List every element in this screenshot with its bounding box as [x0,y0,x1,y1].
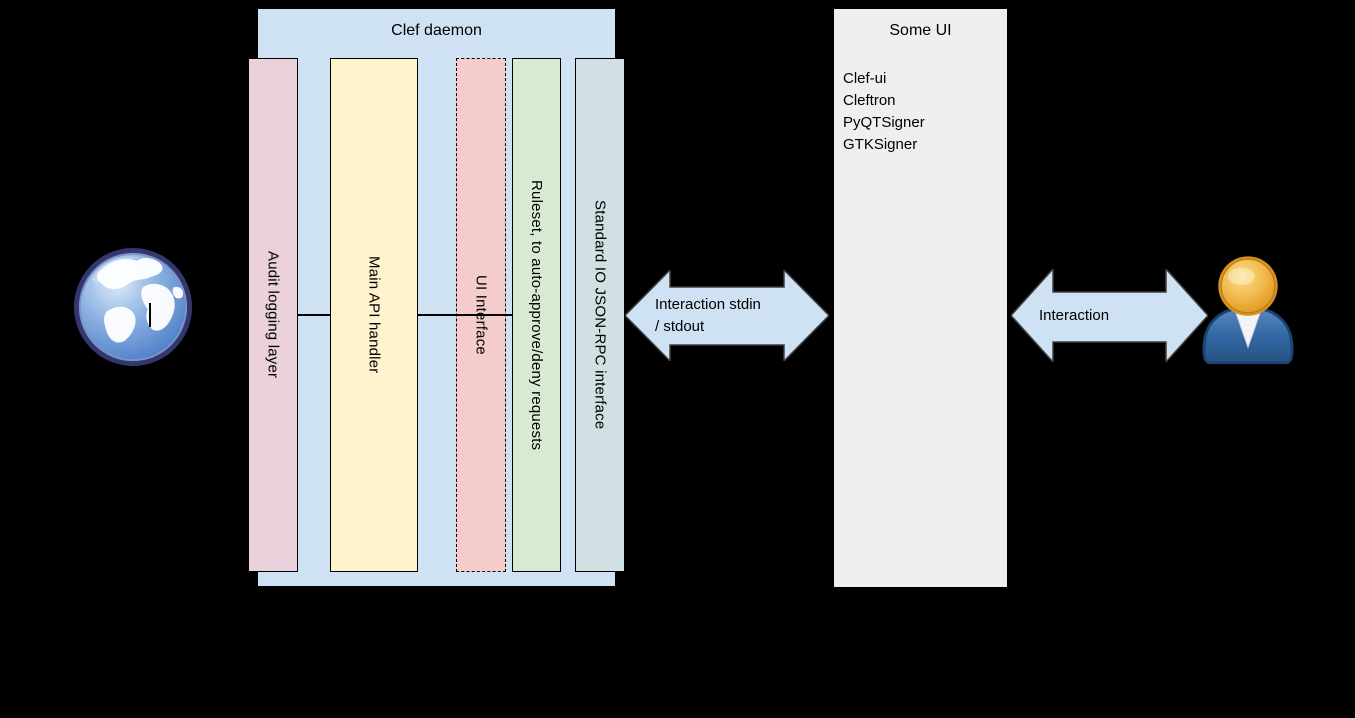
interaction-arrow-label-line1: Interaction [1039,306,1110,324]
stdio-arrow-label: Interaction stdin / stdout [655,270,761,361]
interaction-arrow-label: Interaction [1039,269,1109,362]
layer-main-api-handler: Main API handler [330,58,418,572]
some-ui-list: Clef-ui Cleftron PyQTSigner GTKSigner [843,68,1007,156]
clef-daemon-title: Clef daemon [391,22,482,39]
globe-icon [73,247,193,367]
layer-audit-logging-label: Audit logging layer [264,251,282,379]
some-ui-box: Some UI Clef-ui Cleftron PyQTSigner GTKS… [833,8,1008,588]
some-ui-item-clef-ui: Clef-ui [843,70,887,87]
connector-audit-to-api [297,314,331,316]
layer-ruleset-label: Ruleset, to auto-approve/deny requests [528,179,545,451]
stdio-arrow-label-line2: / stdout [655,317,705,335]
double-arrow-interaction-icon [1011,269,1208,362]
layer-stdio-jsonrpc-label: Standard IO JSON-RPC interface [591,200,609,430]
some-ui-title: Some UI [889,22,952,39]
text-cursor-caret [149,303,151,327]
connector-api-to-ruleset [417,314,513,316]
some-ui-item-pyqtsigner: PyQTSigner [843,114,925,131]
layer-main-api-handler-label: Main API handler [365,256,383,374]
layer-stdio-jsonrpc: Standard IO JSON-RPC interface [575,58,625,572]
stdio-arrow-label-line1: Interaction stdin [655,295,761,313]
user-icon [1202,256,1294,365]
double-arrow-stdio-icon [625,270,829,361]
layer-ruleset: Ruleset, to auto-approve/deny requests [512,58,561,572]
layer-audit-logging: Audit logging layer [248,58,298,572]
some-ui-item-gtksigner: GTKSigner [843,136,918,153]
some-ui-item-cleftron: Cleftron [843,92,896,109]
clef-daemon-box: Clef daemon [257,8,616,587]
